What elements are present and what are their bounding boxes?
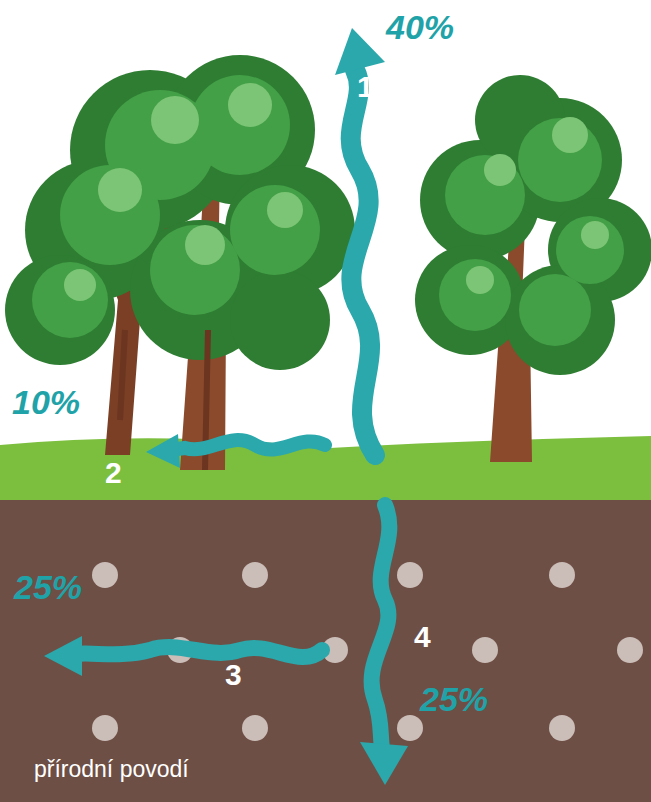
callout-number: 3 (225, 660, 242, 690)
caption-label: přírodní povodí (34, 758, 189, 781)
runoff-arrow (170, 440, 325, 450)
flow-arrows (75, 70, 389, 748)
infiltration-arrow (372, 505, 390, 748)
callout-number: 4 (414, 622, 431, 652)
right-tree (415, 75, 651, 462)
grass (0, 436, 651, 505)
percentage-label: 40% (386, 10, 454, 44)
subsurface-arrow (75, 647, 322, 657)
evaporation-arrow (351, 70, 375, 455)
callout-number: 2 (105, 458, 122, 488)
left-tree (5, 55, 355, 470)
soil (0, 500, 651, 802)
percentage-label: 10% (12, 385, 80, 419)
arrow-heads (44, 28, 408, 785)
callout-number: 1 (357, 72, 374, 102)
percentage-label: 25% (14, 570, 82, 604)
percentage-label: 25% (420, 682, 488, 716)
